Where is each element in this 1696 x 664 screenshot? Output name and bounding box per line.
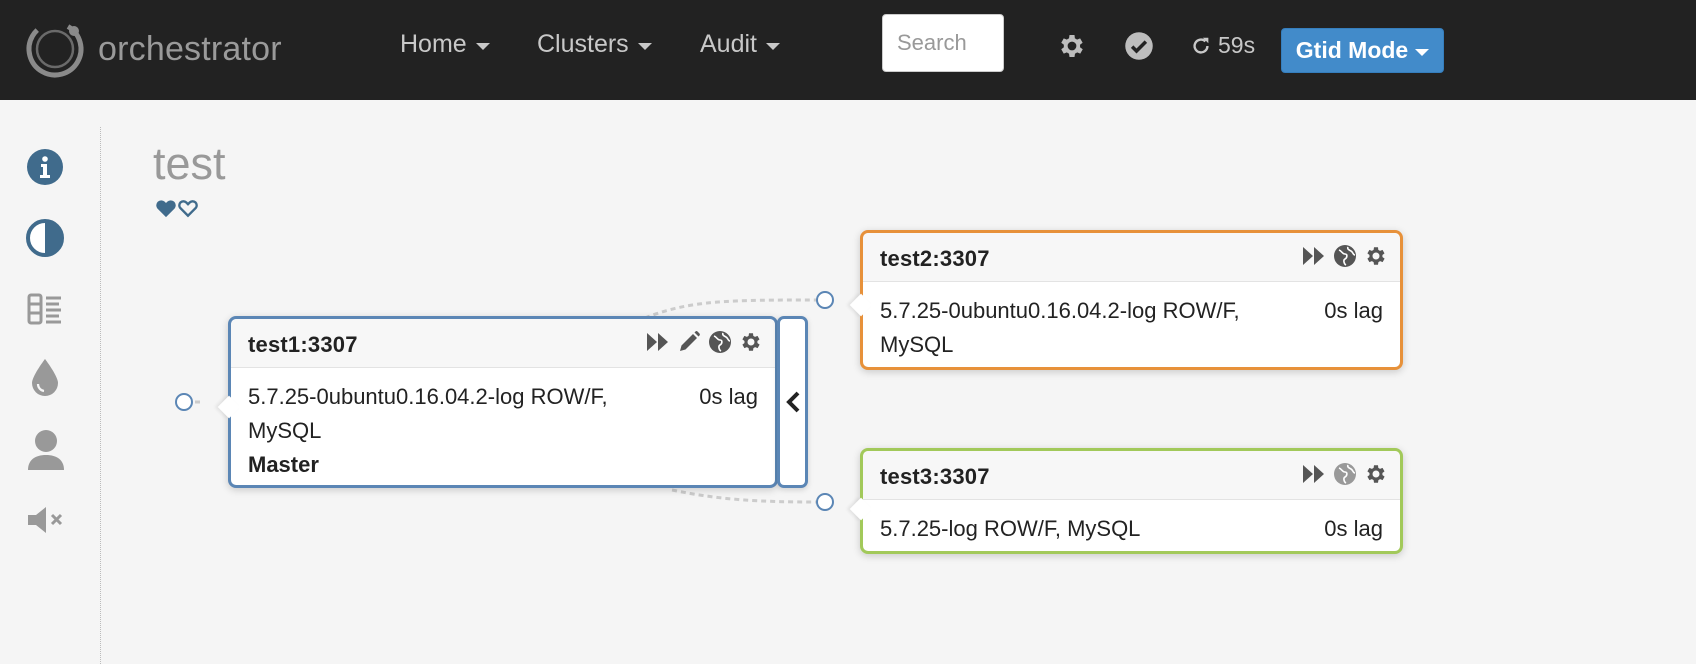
brand-name: orchestrator: [98, 29, 282, 68]
gear-icon[interactable]: [739, 330, 763, 354]
instance-role: Master: [248, 452, 319, 477]
instance-header: test1:3307: [231, 319, 775, 368]
gtid-mode-button[interactable]: Gtid Mode: [1281, 28, 1444, 73]
tint-icon[interactable]: [26, 357, 64, 402]
instance-lag: 0s lag: [699, 384, 758, 409]
nav-clusters-label: Clusters: [537, 30, 629, 58]
instance-body: 5.7.25-0ubuntu0.16.04.2-log ROW/F, 0s la…: [863, 282, 1400, 374]
navbar: orchestrator Home Clusters Audit 59s Gti…: [0, 0, 1696, 100]
test3-node-dot[interactable]: [816, 493, 834, 511]
gear-icon[interactable]: [1364, 244, 1388, 268]
instance-actions: [639, 330, 763, 354]
gtid-mode-label: Gtid Mode: [1295, 37, 1409, 63]
mute-icon[interactable]: [26, 505, 66, 540]
instance-card-test3[interactable]: test3:3307 5.7.25-log ROW/F, MySQL 0s la…: [849, 448, 1403, 554]
contrast-icon[interactable]: [26, 219, 64, 262]
orchestrator-logo-icon: [26, 20, 84, 78]
cluster-title: test: [153, 138, 226, 189]
instance-name: test3:3307: [880, 464, 990, 489]
settings-gear-icon[interactable]: [1057, 31, 1087, 66]
globe-icon[interactable]: [1333, 462, 1357, 486]
info-icon[interactable]: [26, 148, 64, 191]
globe-icon[interactable]: [1333, 244, 1357, 268]
caret-down-icon: [765, 42, 780, 50]
instance-name: test1:3307: [248, 332, 358, 357]
instance-engine: MySQL: [248, 418, 322, 443]
search-input[interactable]: [882, 14, 1004, 72]
instance-version: 5.7.25-0ubuntu0.16.04.2-log ROW/F,: [880, 298, 1240, 323]
fast-forward-icon[interactable]: [646, 331, 670, 353]
caret-down-icon: [475, 42, 490, 50]
fast-forward-icon[interactable]: [1302, 245, 1326, 267]
instance-version: 5.7.25-0ubuntu0.16.04.2-log ROW/F,: [248, 384, 608, 409]
check-circle-icon[interactable]: [1124, 31, 1154, 66]
nav-audit-menu[interactable]: Audit: [700, 30, 780, 59]
chevron-left-icon: [785, 391, 799, 413]
heart-outline-icon[interactable]: [177, 198, 199, 223]
instance-actions: [1295, 462, 1388, 486]
instance-lag: 0s lag: [1324, 298, 1383, 323]
instance-header: test2:3307: [863, 233, 1400, 282]
instance-card-test2[interactable]: test2:3307 5.7.25-0ubuntu0.16.04.2-log R…: [849, 230, 1403, 370]
collapse-replicas-button[interactable]: [777, 316, 808, 488]
nav-home-label: Home: [400, 30, 467, 58]
sidebar-divider: [100, 127, 101, 664]
globe-icon[interactable]: [708, 330, 732, 354]
caret-down-icon: [637, 42, 652, 50]
favorite-hearts: [155, 198, 199, 223]
nav-audit-label: Audit: [700, 30, 757, 58]
brand[interactable]: orchestrator: [24, 16, 282, 82]
gear-icon[interactable]: [1364, 462, 1388, 486]
test2-node-dot[interactable]: [816, 291, 834, 309]
nav-clusters-menu[interactable]: Clusters: [537, 30, 652, 59]
pencil-icon[interactable]: [677, 330, 701, 354]
instance-version: 5.7.25-log ROW/F, MySQL: [880, 516, 1141, 541]
caret-down-icon: [1415, 48, 1430, 56]
instance-body: 5.7.25-log ROW/F, MySQL 0s lag: [863, 500, 1400, 558]
instance-name: test2:3307: [880, 246, 990, 271]
instance-body: 5.7.25-0ubuntu0.16.04.2-log ROW/F, 0s la…: [231, 368, 775, 494]
instance-actions: [1295, 244, 1388, 268]
refresh-countdown-text: 59s: [1218, 32, 1256, 58]
test1-node-dot[interactable]: [175, 393, 193, 411]
nav-home-menu[interactable]: Home: [400, 30, 490, 59]
refresh-countdown[interactable]: 59s: [1190, 32, 1255, 59]
instance-engine: MySQL: [880, 332, 954, 357]
refresh-icon: [1193, 37, 1209, 54]
heart-filled-icon[interactable]: [155, 198, 177, 223]
instance-lag: 0s lag: [1324, 516, 1383, 541]
instance-card-test1[interactable]: test1:3307 5.7.25-0ubuntu0.16.04.2-log R…: [217, 316, 778, 488]
fast-forward-icon[interactable]: [1302, 463, 1326, 485]
user-icon[interactable]: [26, 428, 66, 475]
layers-icon[interactable]: [26, 290, 64, 333]
instance-header: test3:3307: [863, 451, 1400, 500]
